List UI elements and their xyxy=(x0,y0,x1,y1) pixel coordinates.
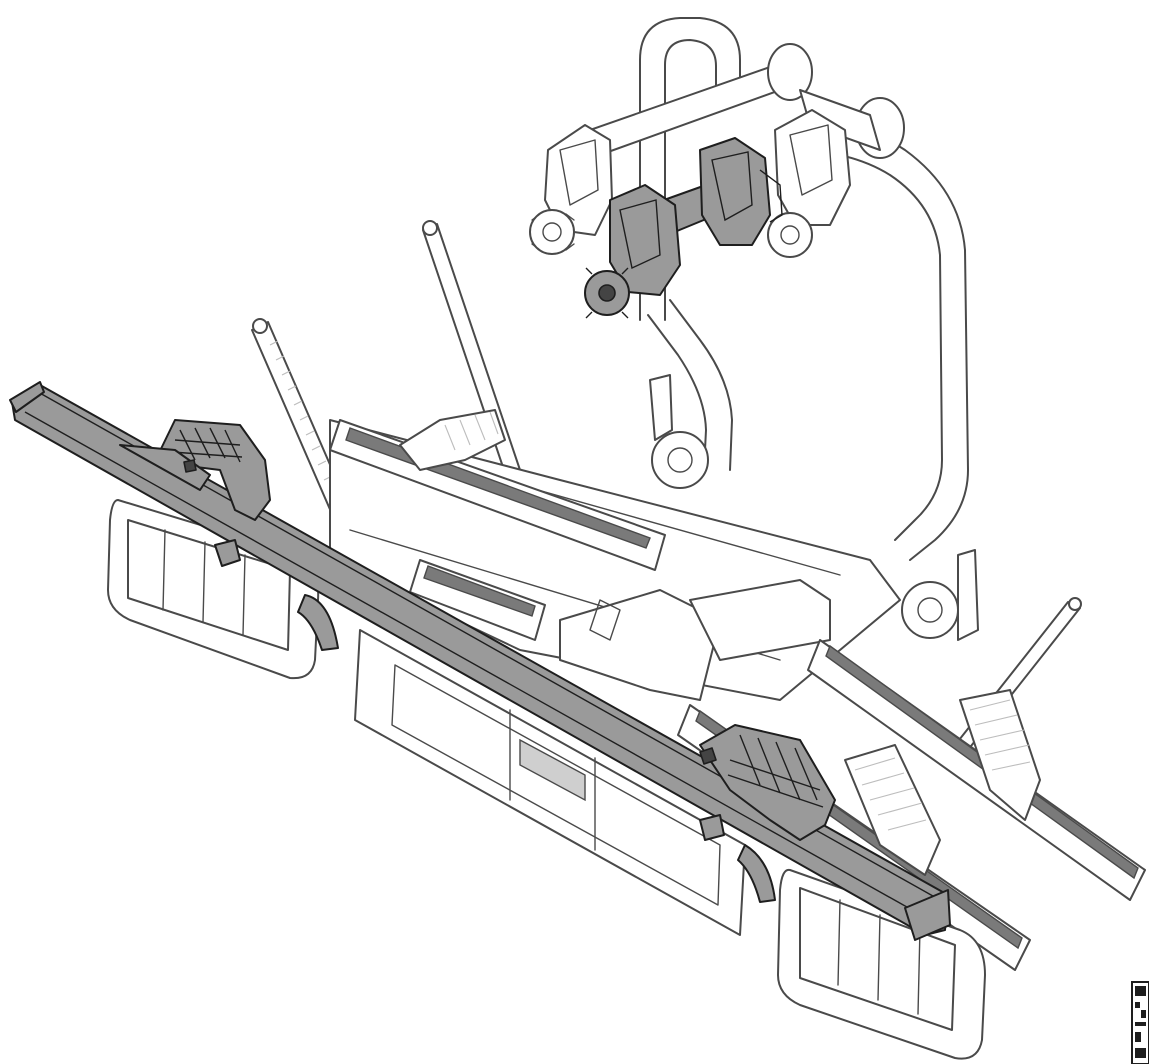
frame-holder-left xyxy=(529,124,613,255)
wheel-cradle-right-2 xyxy=(844,744,941,876)
hinge-unit xyxy=(559,374,979,701)
wheel-rail-rear-lower xyxy=(409,559,546,641)
tail-light-right xyxy=(777,868,986,1060)
wheel-cradle-right-1 xyxy=(959,689,1041,821)
wheel-cradle-middle xyxy=(399,409,506,471)
license-plate-panel xyxy=(354,629,746,936)
wheel-cradle-front-right xyxy=(699,724,836,903)
wheel-cradle-front-left xyxy=(119,419,339,651)
frame-holder-clamp xyxy=(584,137,783,319)
qr-code-mark xyxy=(1131,981,1149,1064)
top-crossbar xyxy=(589,43,905,159)
